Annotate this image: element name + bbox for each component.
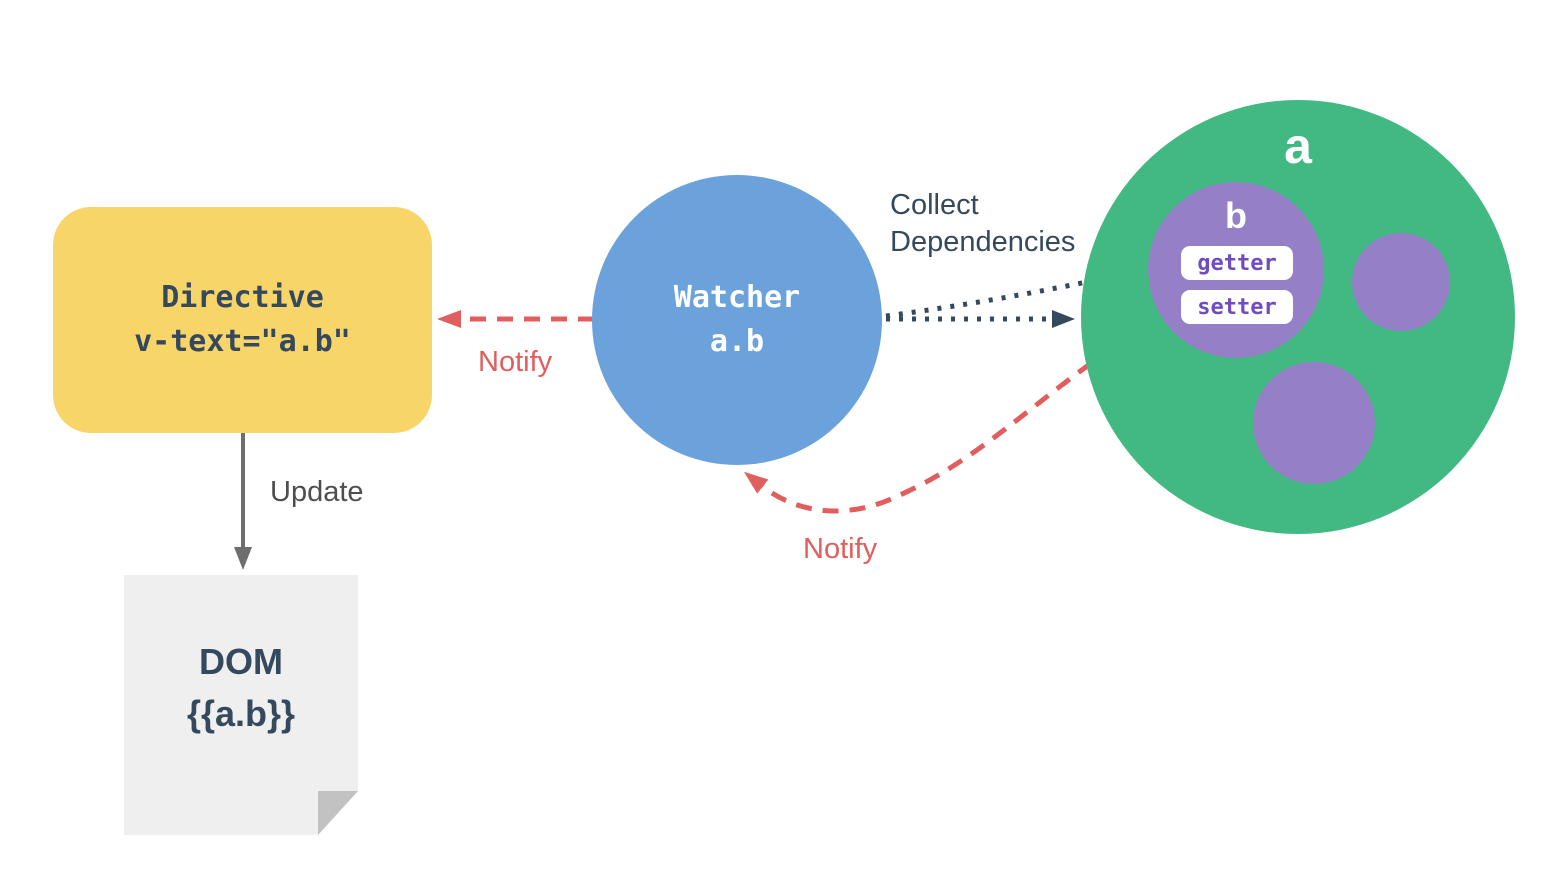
page-fold-icon <box>318 791 358 835</box>
watcher-node: Watcher a.b <box>592 175 882 465</box>
watcher-title: Watcher <box>673 280 801 315</box>
getter-label: getter <box>1197 250 1277 276</box>
dom-title: DOM <box>199 641 283 682</box>
collect-dependencies-label: Collect Dependencies <box>890 187 1075 261</box>
notify-to-directive-label: Notify <box>478 346 553 378</box>
nested-object-label: b <box>1225 195 1247 236</box>
setter-label: setter <box>1197 294 1277 320</box>
collect-dependencies-line2: Dependencies <box>890 226 1076 258</box>
dom-subtitle: {{a.b}} <box>186 693 296 734</box>
property-circle-1 <box>1352 233 1450 331</box>
directive-subtitle: v-text="a.b" <box>134 324 351 359</box>
directive-title: Directive <box>161 280 324 315</box>
data-object-circle: a b getter setter <box>1081 100 1515 534</box>
setter-box: setter <box>1181 290 1293 324</box>
notify-to-watcher-label: Notify <box>803 533 878 565</box>
watcher-subtitle: a.b <box>709 324 765 359</box>
getter-box: getter <box>1181 246 1293 280</box>
property-circle-2 <box>1253 362 1375 484</box>
collect-dependencies-line1: Collect <box>890 189 979 221</box>
data-object-label: a <box>1284 118 1312 174</box>
directive-node: Directive v-text="a.b" <box>53 207 432 433</box>
dom-node: DOM {{a.b}} <box>124 575 358 835</box>
nested-object-circle: b getter setter <box>1148 182 1324 358</box>
update-label: Update <box>270 476 364 508</box>
